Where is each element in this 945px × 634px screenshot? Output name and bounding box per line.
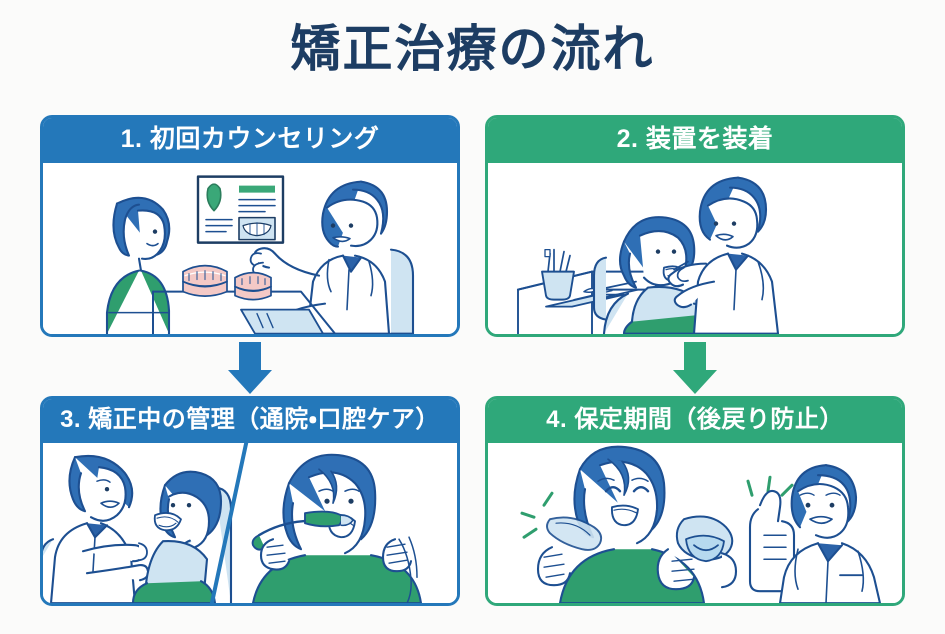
step-2-header: 2. 装置を装着 [488,118,902,163]
step-4-header: 4. 保定期間（後戻り防止） [488,399,902,443]
arrow-head [673,370,717,394]
arrow-step1-to-step3 [228,342,272,394]
retainer-thumbsup-illustration [488,443,902,603]
consultation-scene-illustration [43,163,457,334]
arrow-step2-to-step4 [673,342,717,394]
step-2-illustration-area [488,162,902,334]
step-1-illustration-area [43,162,457,334]
arrow-shaft [239,342,261,372]
step-4-illustration-area [488,442,902,603]
arrow-shaft [684,342,706,372]
step-3-illustration-area [43,442,457,603]
step-card-1: 1. 初回カウンセリング [40,115,460,337]
step-card-4: 4. 保定期間（後戻り防止） [485,396,905,606]
step-1-header: 1. 初回カウンセリング [43,118,457,163]
checkup-and-brushing-illustration [43,442,457,603]
step-card-2: 2. 装置を装着 [485,115,905,337]
page-title: 矯正治療の流れ [290,21,655,77]
arrow-head [228,370,272,394]
step-3-header: 3. 矯正中の管理（通院・口腔ケア） [43,399,457,443]
step-card-3: 3. 矯正中の管理（通院・口腔ケア） [40,396,460,606]
braces-fitting-illustration [488,163,902,334]
